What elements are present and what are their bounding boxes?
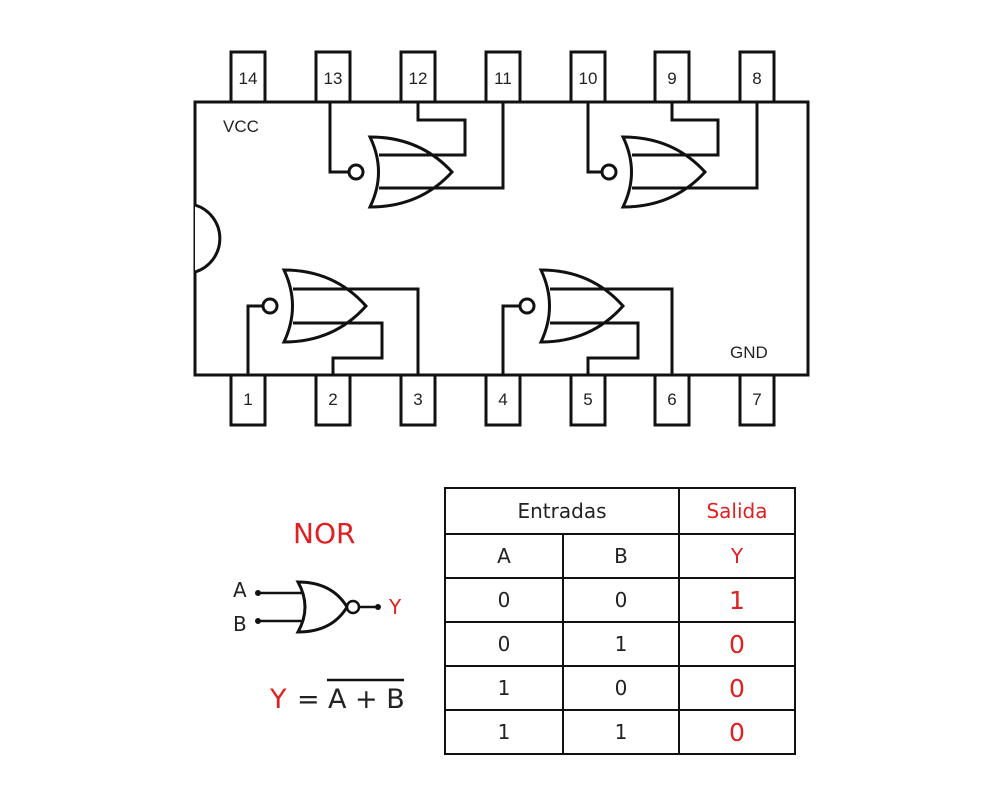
- table-row: 0 0 1: [444, 577, 796, 623]
- nor-gate-1: [328, 102, 505, 209]
- pin-6: [653, 373, 691, 427]
- table-row: 1 0 0: [444, 665, 796, 711]
- pin-label-10: 10: [579, 69, 598, 88]
- gnd-label: GND: [730, 343, 768, 362]
- pin-label-2: 2: [328, 390, 337, 409]
- pin-7: [738, 373, 776, 427]
- pin-label-8: 8: [752, 69, 761, 88]
- equation-lhs: Y: [269, 684, 287, 715]
- pin-label-1: 1: [243, 390, 252, 409]
- pin-label-3: 3: [413, 390, 422, 409]
- pin-label-13: 13: [324, 69, 343, 88]
- cell-y: 0: [678, 621, 796, 667]
- cell-b: 1: [562, 709, 680, 755]
- cell-a: 1: [444, 709, 564, 755]
- pin-label-11: 11: [494, 69, 512, 88]
- pin-label-12: 12: [409, 69, 428, 88]
- cell-a: 1: [444, 665, 564, 711]
- cell-b: 0: [562, 577, 680, 623]
- pin-label-14: 14: [239, 69, 258, 88]
- pin-1: [229, 373, 267, 427]
- pin-label-4: 4: [498, 390, 507, 409]
- cell-y: 1: [678, 577, 796, 623]
- symbol-input-b: B: [233, 612, 247, 636]
- output-header: Salida: [678, 487, 796, 535]
- nor-gate-3: [246, 268, 420, 375]
- pin-label-6: 6: [667, 390, 676, 409]
- column-b-header: B: [562, 533, 680, 579]
- truth-table: Entradas Salida A B Y 0 0 1 0 1 0 1 0 0 …: [444, 487, 796, 755]
- pin-label-9: 9: [667, 69, 676, 88]
- nor-gate-4: [501, 268, 674, 375]
- cell-a: 0: [444, 577, 564, 623]
- symbol-gate-body: [295, 580, 349, 634]
- pin-14: [229, 50, 267, 104]
- symbol-input-a: A: [233, 578, 247, 602]
- column-a-header: A: [444, 533, 564, 579]
- chip-notch: [194, 203, 222, 274]
- cell-b: 0: [562, 665, 680, 711]
- column-y-header: Y: [678, 533, 796, 579]
- output-dot: [375, 604, 381, 610]
- cell-b: 1: [562, 621, 680, 667]
- pin-label-7: 7: [752, 390, 761, 409]
- equation-rhs: A + B: [328, 684, 405, 715]
- table-row: 1 1 0: [444, 709, 796, 755]
- pin-13: [314, 50, 352, 104]
- pin-5: [569, 373, 607, 427]
- symbol-bubble: [345, 599, 361, 615]
- truth-table-header-row: Entradas Salida: [444, 487, 796, 535]
- cell-y: 0: [678, 709, 796, 755]
- nor-equation: Y = A + B: [269, 678, 405, 715]
- pin-12: [399, 50, 437, 104]
- cell-y: 0: [678, 665, 796, 711]
- pin-9: [653, 50, 691, 104]
- nor-symbol: A B Y: [233, 578, 402, 636]
- vcc-label: VCC: [223, 117, 259, 136]
- bottom-pins: [229, 373, 776, 427]
- equation-equals: =: [297, 684, 320, 715]
- inputs-header: Entradas: [444, 487, 680, 535]
- cell-a: 0: [444, 621, 564, 667]
- table-row: 0 1 0: [444, 621, 796, 667]
- pin-2: [314, 373, 352, 427]
- pin-label-5: 5: [583, 390, 592, 409]
- pin-3: [399, 373, 437, 427]
- truth-table-column-row: A B Y: [444, 533, 796, 579]
- nor-title: NOR: [293, 517, 355, 550]
- nor-gate-2: [586, 102, 759, 209]
- symbol-output-y: Y: [388, 595, 402, 619]
- top-pins: [229, 50, 776, 104]
